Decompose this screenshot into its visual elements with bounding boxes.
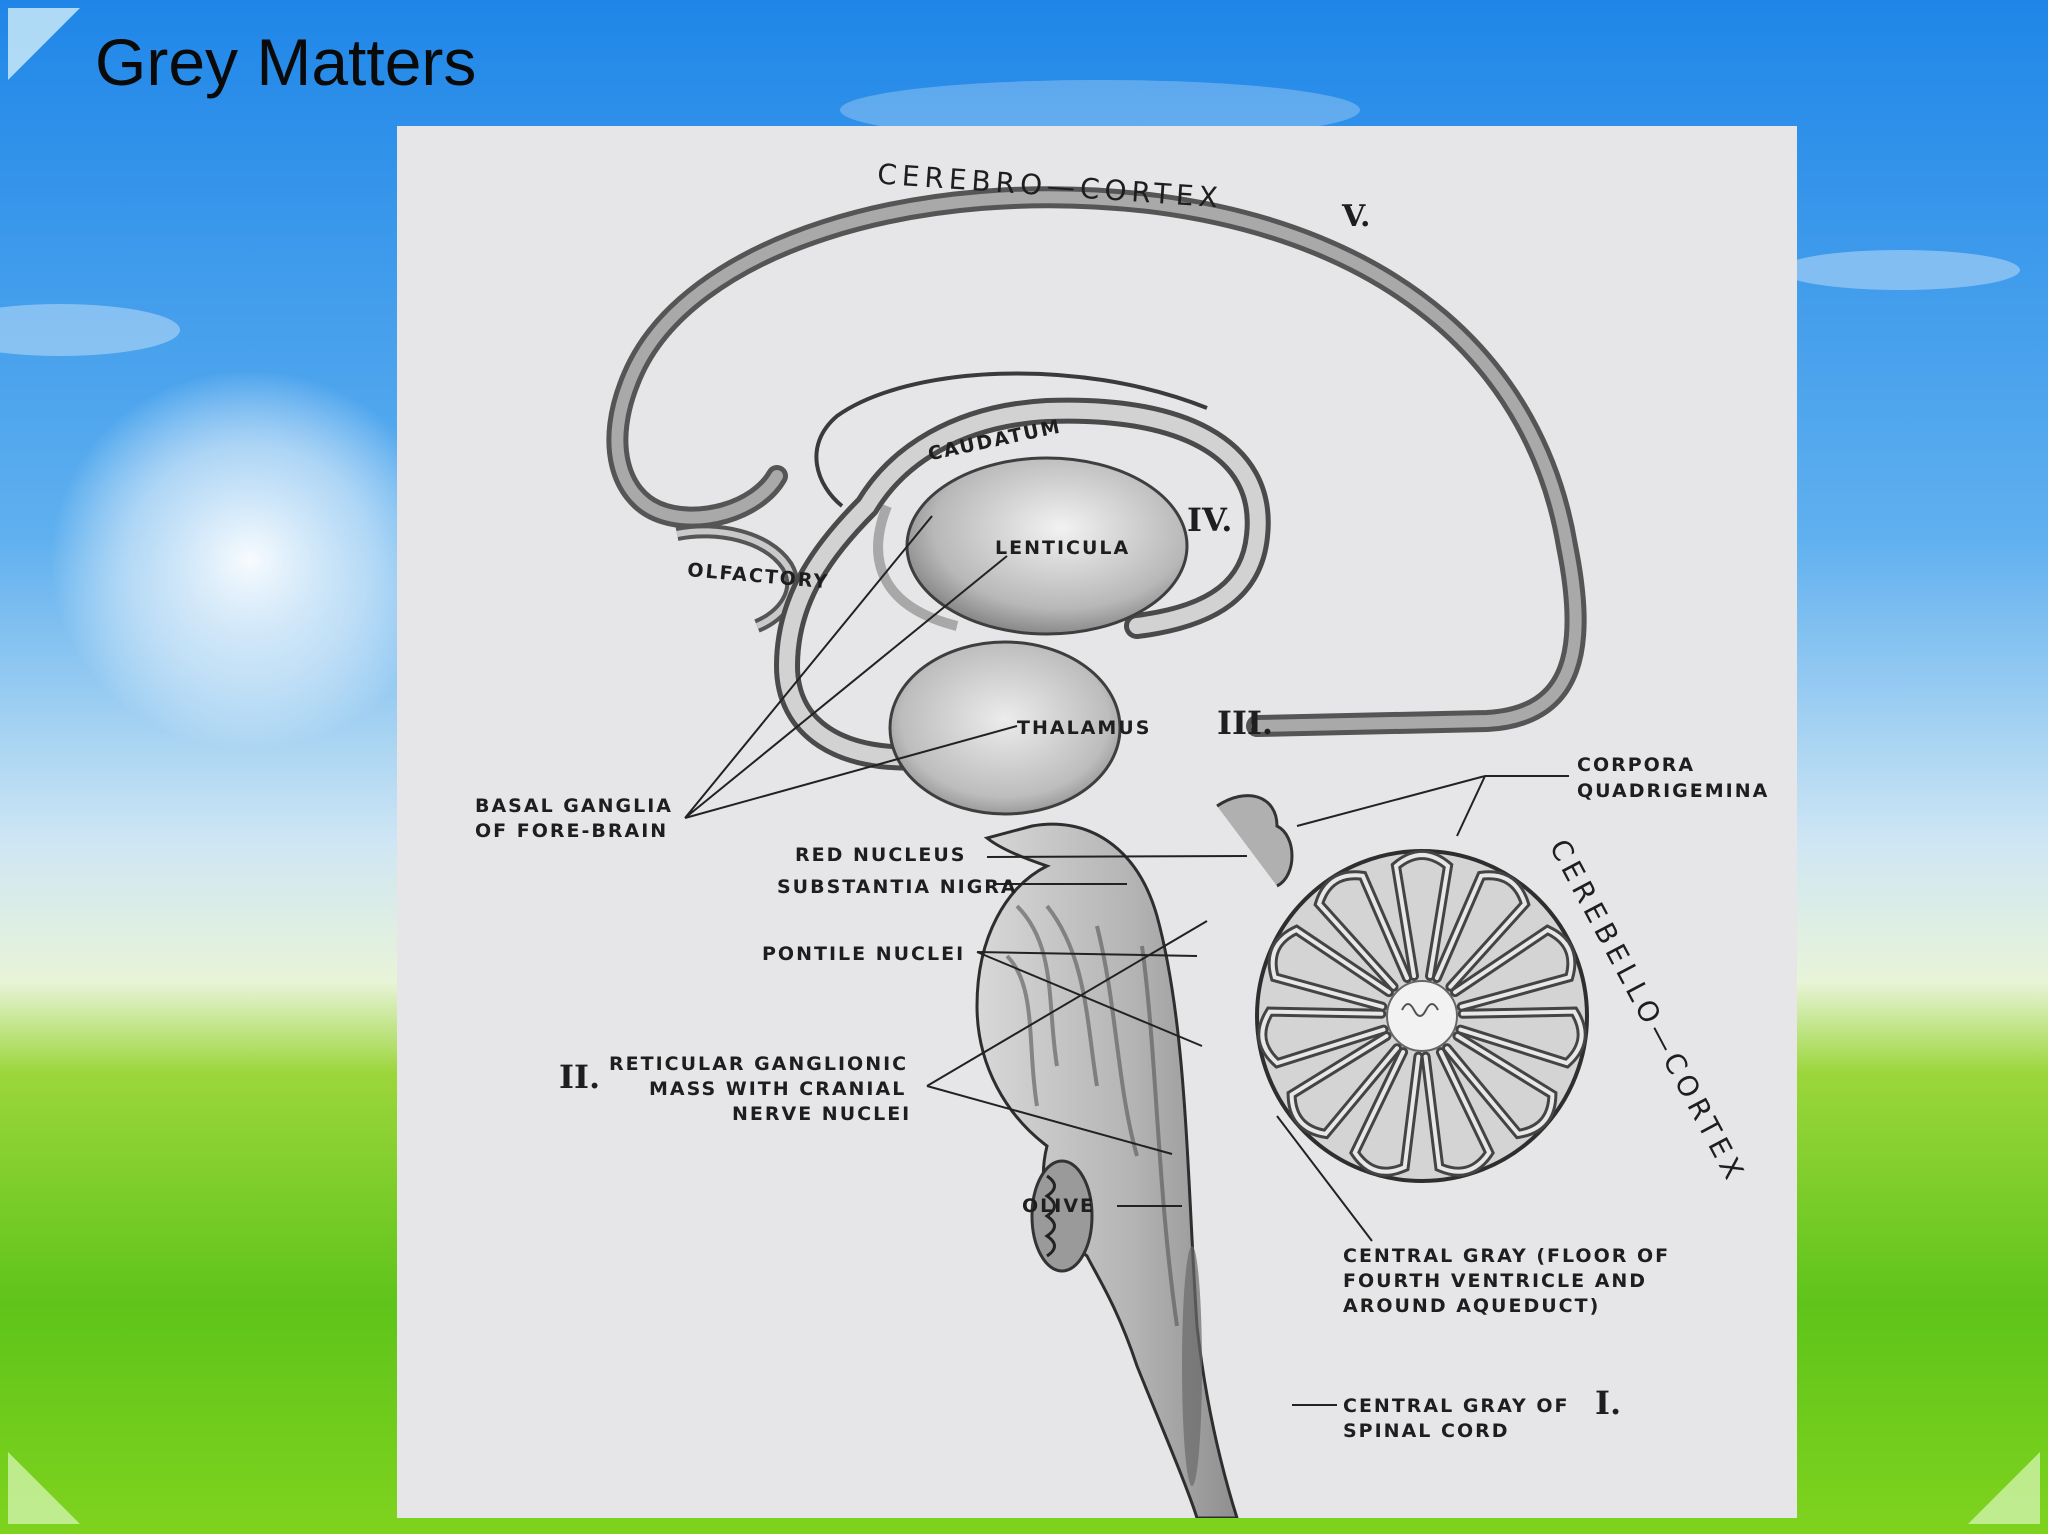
slide-title: Grey Matters <box>95 25 477 99</box>
label-corpora-quadrigemina-line2: QUADRIGEMINA <box>1577 780 1769 802</box>
label-roman-i: I. <box>1595 1384 1621 1422</box>
label-reticular-line1: RETICULAR GANGLIONIC <box>609 1053 908 1075</box>
cerebellum-folium-highlight <box>1352 1050 1421 1174</box>
leader-lines <box>684 515 1569 1406</box>
label-olive: OLIVE <box>1022 1195 1095 1217</box>
brainstem-shape <box>975 822 1239 1518</box>
corner-triangle-top-left <box>8 8 80 80</box>
brain-diagram-panel: CEREBRO—CORTEX V. CAUDATUM LENTICULA IV.… <box>397 126 1797 1518</box>
label-basal-ganglia-line2: OF FORE-BRAIN <box>475 820 668 842</box>
label-central-gray-line2: FOURTH VENTRICLE AND <box>1343 1270 1647 1292</box>
label-roman-ii: II. <box>559 1058 600 1096</box>
cerebellum-folium-highlight <box>1316 873 1410 989</box>
cerebral-cortex-shape <box>606 186 1587 737</box>
inner-arc-shape <box>814 371 1208 508</box>
caudatum-shape <box>773 397 1271 771</box>
cerebellum-folium-highlight <box>1458 1009 1584 1066</box>
label-thalamus: THALAMUS <box>1017 717 1151 739</box>
cerebellum-folium-highlight <box>1393 853 1451 978</box>
label-substantia-nigra: SUBSTANTIA NIGRA <box>777 876 1018 898</box>
label-reticular-line2: MASS WITH CRANIAL <box>649 1078 906 1100</box>
cerebellum-shape <box>1255 849 1589 1183</box>
corner-triangle-bottom-left <box>8 1452 80 1524</box>
label-lenticula: LENTICULA <box>995 537 1130 559</box>
label-roman-v: V. <box>1341 199 1370 234</box>
corpora-quadrigemina-shape <box>1216 794 1294 888</box>
label-red-nucleus: RED NUCLEUS <box>795 844 966 866</box>
cerebellum-folium-highlight <box>1445 1034 1555 1137</box>
label-corpora-quadrigemina-line1: CORPORA <box>1577 754 1695 776</box>
cerebellum-folium-highlight <box>1289 1034 1399 1137</box>
label-pontile-nuclei: PONTILE NUCLEI <box>762 943 965 965</box>
brain-sagittal-diagram: CEREBRO—CORTEX V. CAUDATUM LENTICULA IV.… <box>475 157 1769 1518</box>
corner-triangle-bottom-right <box>1968 1452 2040 1524</box>
label-basal-ganglia-line1: BASAL GANGLIA <box>475 795 673 817</box>
cerebellum-folium-highlight <box>1434 873 1528 989</box>
cerebellum-folium-highlight <box>1423 1050 1492 1174</box>
label-roman-iv: IV. <box>1187 501 1232 539</box>
label-roman-iii: III. <box>1217 704 1273 742</box>
label-central-gray-spinal-line2: SPINAL CORD <box>1343 1420 1510 1442</box>
cerebellum-folium-highlight <box>1270 927 1391 1009</box>
label-central-gray-spinal-line1: CENTRAL GRAY OF <box>1343 1395 1569 1417</box>
label-central-gray-line1: CENTRAL GRAY (FLOOR OF <box>1343 1245 1670 1267</box>
thalamus-shape <box>888 640 1122 816</box>
cerebellum-folium-highlight <box>1453 927 1574 1009</box>
label-reticular-line3: NERVE NUCLEI <box>732 1103 911 1125</box>
cerebellum-folium-highlight <box>1260 1009 1386 1066</box>
label-central-gray-line3: AROUND AQUEDUCT) <box>1343 1295 1600 1317</box>
